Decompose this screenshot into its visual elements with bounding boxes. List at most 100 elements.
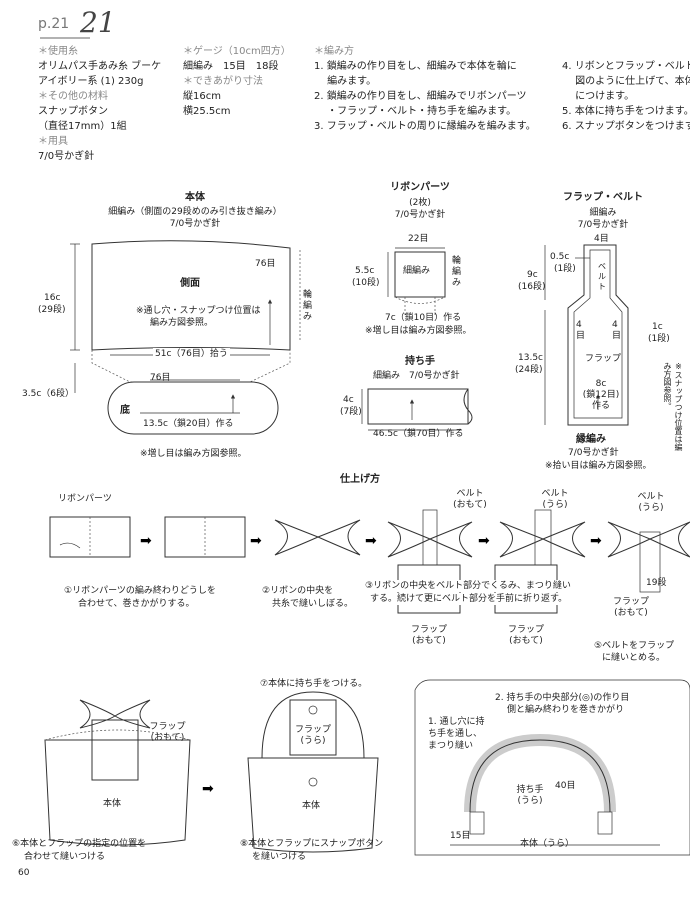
bottom-stitches: 76目 xyxy=(150,373,171,383)
rows19: 19段 xyxy=(646,578,667,588)
gauge-heading: ＊ゲージ（10cm四方） xyxy=(183,46,291,57)
materials-block: ＊使用糸 オリムパス手あみ糸 ブーケ アイボリー系 (1) 230g ＊その他の… xyxy=(38,44,161,164)
flap4: フラップ (おもて) xyxy=(140,722,195,744)
step5-line2: に縫いとめる。 xyxy=(602,653,666,663)
detail-40: 40目 xyxy=(555,781,576,791)
body-label-2: 本体 xyxy=(302,801,321,811)
body-pickup: 51c（76目）拾う xyxy=(153,348,230,360)
bottom-start: 13.5c（鎖20目）作る xyxy=(143,419,234,429)
arrow-icon: ➡ xyxy=(365,533,377,549)
detail1-line1: 1. 通し穴に持 xyxy=(428,717,485,727)
flap-note: ※拾い目は編み方図参照。 xyxy=(545,461,652,471)
yarn-heading: ＊使用糸 xyxy=(38,46,78,57)
body-label-1: 本体 xyxy=(103,799,122,809)
side-label: 側面 xyxy=(180,278,200,289)
arrow-icon: ➡ xyxy=(250,533,262,549)
yarn-line2: アイボリー系 (1) 230g xyxy=(38,76,144,87)
belt-label: ベルト xyxy=(598,262,606,291)
ribbon-method: 細編み xyxy=(403,266,431,276)
gauge-line1: 細編み 15目 18段 xyxy=(183,61,279,72)
yarn-line1: オリムパス手あみ糸 ブーケ xyxy=(38,61,162,72)
bottom-label: 底 xyxy=(120,405,130,416)
ribbon-title: リボンパーツ xyxy=(390,182,450,193)
ribbon-count: (2枚) xyxy=(409,198,431,208)
finish-step5-bow xyxy=(607,521,690,593)
handle-sub: 細編み 7/0号かぎ針 xyxy=(373,371,460,381)
belt-back-label: ベルト xyxy=(541,489,569,499)
pattern-number: 21 xyxy=(80,6,116,39)
finish-step6 xyxy=(44,699,191,846)
other-heading: ＊その他の材料 xyxy=(38,91,108,102)
page-number: 60 xyxy=(18,868,30,878)
body-title: 本体 xyxy=(185,192,205,203)
arrow-icon: ➡ xyxy=(590,533,602,549)
flap4-sub: (おもて) xyxy=(150,733,185,743)
handle-start: 46.5c（鎖70目）作る xyxy=(373,429,464,439)
step8-line2: を縫いつける xyxy=(252,852,307,862)
body-height-rows: (29段) xyxy=(38,305,66,315)
flap-front2-sub: (おもて) xyxy=(509,636,543,646)
snap-note: ※スナップつけ位置は編み方図参照。 xyxy=(663,362,683,451)
detail-handle: 持ち手 (うら) xyxy=(510,785,550,807)
finish-step1 xyxy=(49,516,131,558)
method-step: 編みます。 xyxy=(314,76,377,87)
flap-right4: 4目 xyxy=(612,320,622,341)
body-note2: 編み方図参照。 xyxy=(150,318,214,328)
flap-method: 細編み xyxy=(589,208,617,218)
flap-front3-sub: (おもて) xyxy=(614,608,648,618)
flap-height: 13.5c xyxy=(518,353,543,363)
other-line1: スナップボタン xyxy=(38,106,108,117)
edging-hook: 7/0号かぎ針 xyxy=(568,448,619,458)
belt-back-sub: (うら) xyxy=(542,500,568,510)
handle-diagram xyxy=(361,388,473,431)
method-step: ・フラップ・ベルト・持ち手を編みます。 xyxy=(314,106,517,117)
detail2: 2. 持ち手の中央部分(◎)の作り目 側と編み終わりを巻きかがり xyxy=(495,692,629,716)
method-step: 3. フラップ・ベルトの周りに縁編みを編みます。 xyxy=(314,121,536,132)
flap-label: フラップ xyxy=(585,354,622,364)
step7: ⑦本体に持ち手をつける。 xyxy=(260,679,368,689)
finish-step: 6. スナップボタンをつけます。 xyxy=(562,121,690,132)
flap-height-rows: (24段) xyxy=(515,365,543,375)
ribbon-hook: 7/0号かぎ針 xyxy=(394,210,446,220)
finish-step: 5. 本体に持ち手をつけます。 xyxy=(562,106,690,117)
flap-start1: 8c xyxy=(595,379,607,389)
handle-height: 4c xyxy=(343,395,354,405)
step6-line2: 合わせて縫いつける xyxy=(24,852,106,862)
finish-step2-bow xyxy=(274,519,361,556)
finish-step2 xyxy=(164,516,246,558)
flap-start3: 作る xyxy=(591,401,610,411)
step8-line1: ⑧本体とフラップにスナップボタン xyxy=(240,839,384,849)
belt-front-sub: (おもて) xyxy=(453,500,487,510)
belt-length: 9c xyxy=(527,270,538,280)
ribbon-diagram xyxy=(387,247,446,315)
finish-steps-block: 4. リボンとフラップ・ベルト 図のように仕上げて、本体 につけます。 5. 本… xyxy=(562,59,690,134)
detail2-line1: 2. 持ち手の中央部分(◎)の作り目 xyxy=(495,693,630,703)
arrow-icon: ➡ xyxy=(140,533,152,549)
size-line2: 横25.5cm xyxy=(183,106,231,117)
belt-back: ベルト (うら) xyxy=(525,489,585,511)
ribbon-ring: 輪編み xyxy=(452,256,462,288)
detail1-line3: まつり縫い xyxy=(428,741,474,751)
belt-back2-sub: (うら) xyxy=(638,503,664,513)
flap-back-sub: (うら) xyxy=(300,736,326,746)
side-size: 1c xyxy=(652,322,663,332)
arrow-icon: ➡ xyxy=(202,781,214,797)
flap-start2: (鎖12目) xyxy=(582,390,620,400)
arrow-icon: ➡ xyxy=(478,533,490,549)
step5-line1: ⑤ベルトをフラップ xyxy=(594,641,675,651)
step3-line2: する。続けて更にベルト部分を手前に折り返す。 xyxy=(370,593,568,605)
side-rows: (1段) xyxy=(648,334,670,344)
body-height: 16c xyxy=(44,293,61,303)
body-sub2: 7/0号かぎ針 xyxy=(169,219,221,229)
belt-front-label: ベルト xyxy=(456,489,484,499)
tools-line1: 7/0号かぎ針 xyxy=(38,151,95,162)
ring-label: 輪編み xyxy=(303,290,313,322)
finish-step8 xyxy=(247,691,379,853)
ribbon-part-label: リボンパーツ xyxy=(58,494,112,504)
step1-line1: ①リボンパーツの編み終わりどうしを xyxy=(64,586,216,596)
other-line2: （直径17mm）1組 xyxy=(38,121,127,132)
belt-rows: (16段) xyxy=(518,282,546,292)
finish-step3b-bow xyxy=(499,509,586,566)
flap-top: 4目 xyxy=(594,234,609,244)
